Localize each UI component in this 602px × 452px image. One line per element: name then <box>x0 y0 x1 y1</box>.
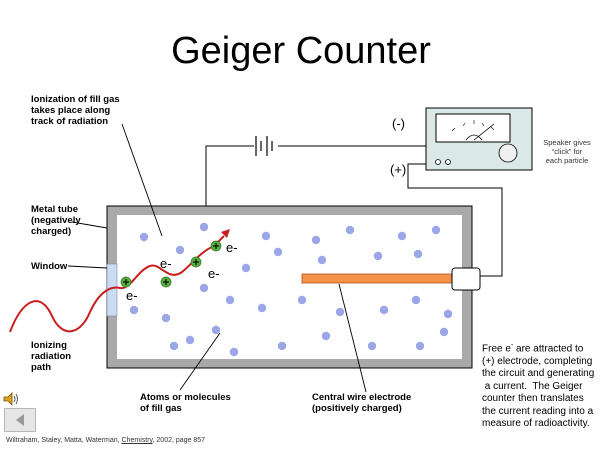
gas-atom <box>211 325 221 335</box>
gas-atoms <box>129 222 453 357</box>
gas-atom <box>439 327 449 337</box>
gas-atom <box>185 335 195 345</box>
gas-atom <box>411 295 421 305</box>
label-ionization: Ionization of fill gas takes place along… <box>31 94 120 127</box>
gas-atom <box>443 309 453 319</box>
gas-atom <box>241 263 251 273</box>
explanation-note: Free e- are attracted to (+) electrode, … <box>482 342 595 430</box>
back-button[interactable] <box>4 408 36 432</box>
pointer-lines <box>67 123 367 393</box>
gas-atom <box>373 251 383 261</box>
gas-atom <box>431 225 441 235</box>
gas-atom <box>413 249 423 259</box>
gas-atom <box>175 245 185 255</box>
ion-pairs <box>120 240 222 288</box>
electron-label-4: e- <box>126 288 138 303</box>
gas-atom <box>261 231 271 241</box>
gas-atom <box>367 341 377 351</box>
gas-atom <box>229 347 239 357</box>
radiation-arrowhead <box>221 229 230 238</box>
page-title: Geiger Counter <box>171 30 431 72</box>
electrode-connector <box>451 267 481 291</box>
electron-label-3: e- <box>208 266 220 281</box>
gas-atom <box>199 283 209 293</box>
positive-ion <box>210 240 222 252</box>
gas-atom <box>317 255 327 265</box>
gas-atom <box>169 341 179 351</box>
back-arrow-icon <box>16 414 24 426</box>
positive-ion <box>160 276 172 288</box>
gas-atom <box>297 295 307 305</box>
label-atoms: Atoms or molecules of fill gas <box>140 392 231 414</box>
label-speaker: Speaker gives “click” for each particle <box>543 138 591 165</box>
gas-atom <box>199 222 209 232</box>
gas-atom <box>257 303 267 313</box>
negative-terminal-label: (-) <box>392 116 405 131</box>
gas-atom <box>345 225 355 235</box>
gas-atom <box>311 235 321 245</box>
electron-label-2: e- <box>160 256 172 271</box>
meter-scale <box>451 120 495 132</box>
gas-atom <box>335 307 345 317</box>
gas-atom <box>225 295 235 305</box>
electron-label-1: e- <box>226 240 238 255</box>
label-central-wire: Central wire electrode (positively charg… <box>312 392 412 414</box>
gas-atom <box>277 341 287 351</box>
gas-atom <box>129 305 139 315</box>
battery-icon <box>255 136 273 156</box>
gas-atom <box>321 331 331 341</box>
meter-needle <box>473 123 495 141</box>
label-metal-tube: Metal tube (negatively charged) <box>31 204 81 237</box>
gas-atom <box>415 341 425 351</box>
circuit-wires <box>205 145 503 277</box>
meter-knob-2 <box>445 159 451 165</box>
meter-knob-1 <box>435 159 441 165</box>
gas-atom <box>397 231 407 241</box>
speaker-icon[interactable] <box>2 390 20 408</box>
positive-terminal-label: (+) <box>390 162 407 177</box>
speaker-grille <box>498 143 518 163</box>
gas-atom <box>273 247 283 257</box>
citation: Wiltraham, Staley, Matta, Waterman, Chem… <box>6 437 206 444</box>
tube-interior <box>117 215 462 359</box>
gas-atom <box>161 313 171 323</box>
radiation-path <box>9 235 225 333</box>
positive-ion <box>190 256 202 268</box>
gas-atom <box>139 232 149 242</box>
gas-atom <box>379 305 389 315</box>
positive-ion <box>120 276 132 288</box>
label-ionizing-path: Ionizing radiation path <box>31 340 72 373</box>
counter-meter <box>425 107 533 171</box>
label-window: Window <box>31 261 68 272</box>
central-wire-electrode <box>301 273 463 284</box>
